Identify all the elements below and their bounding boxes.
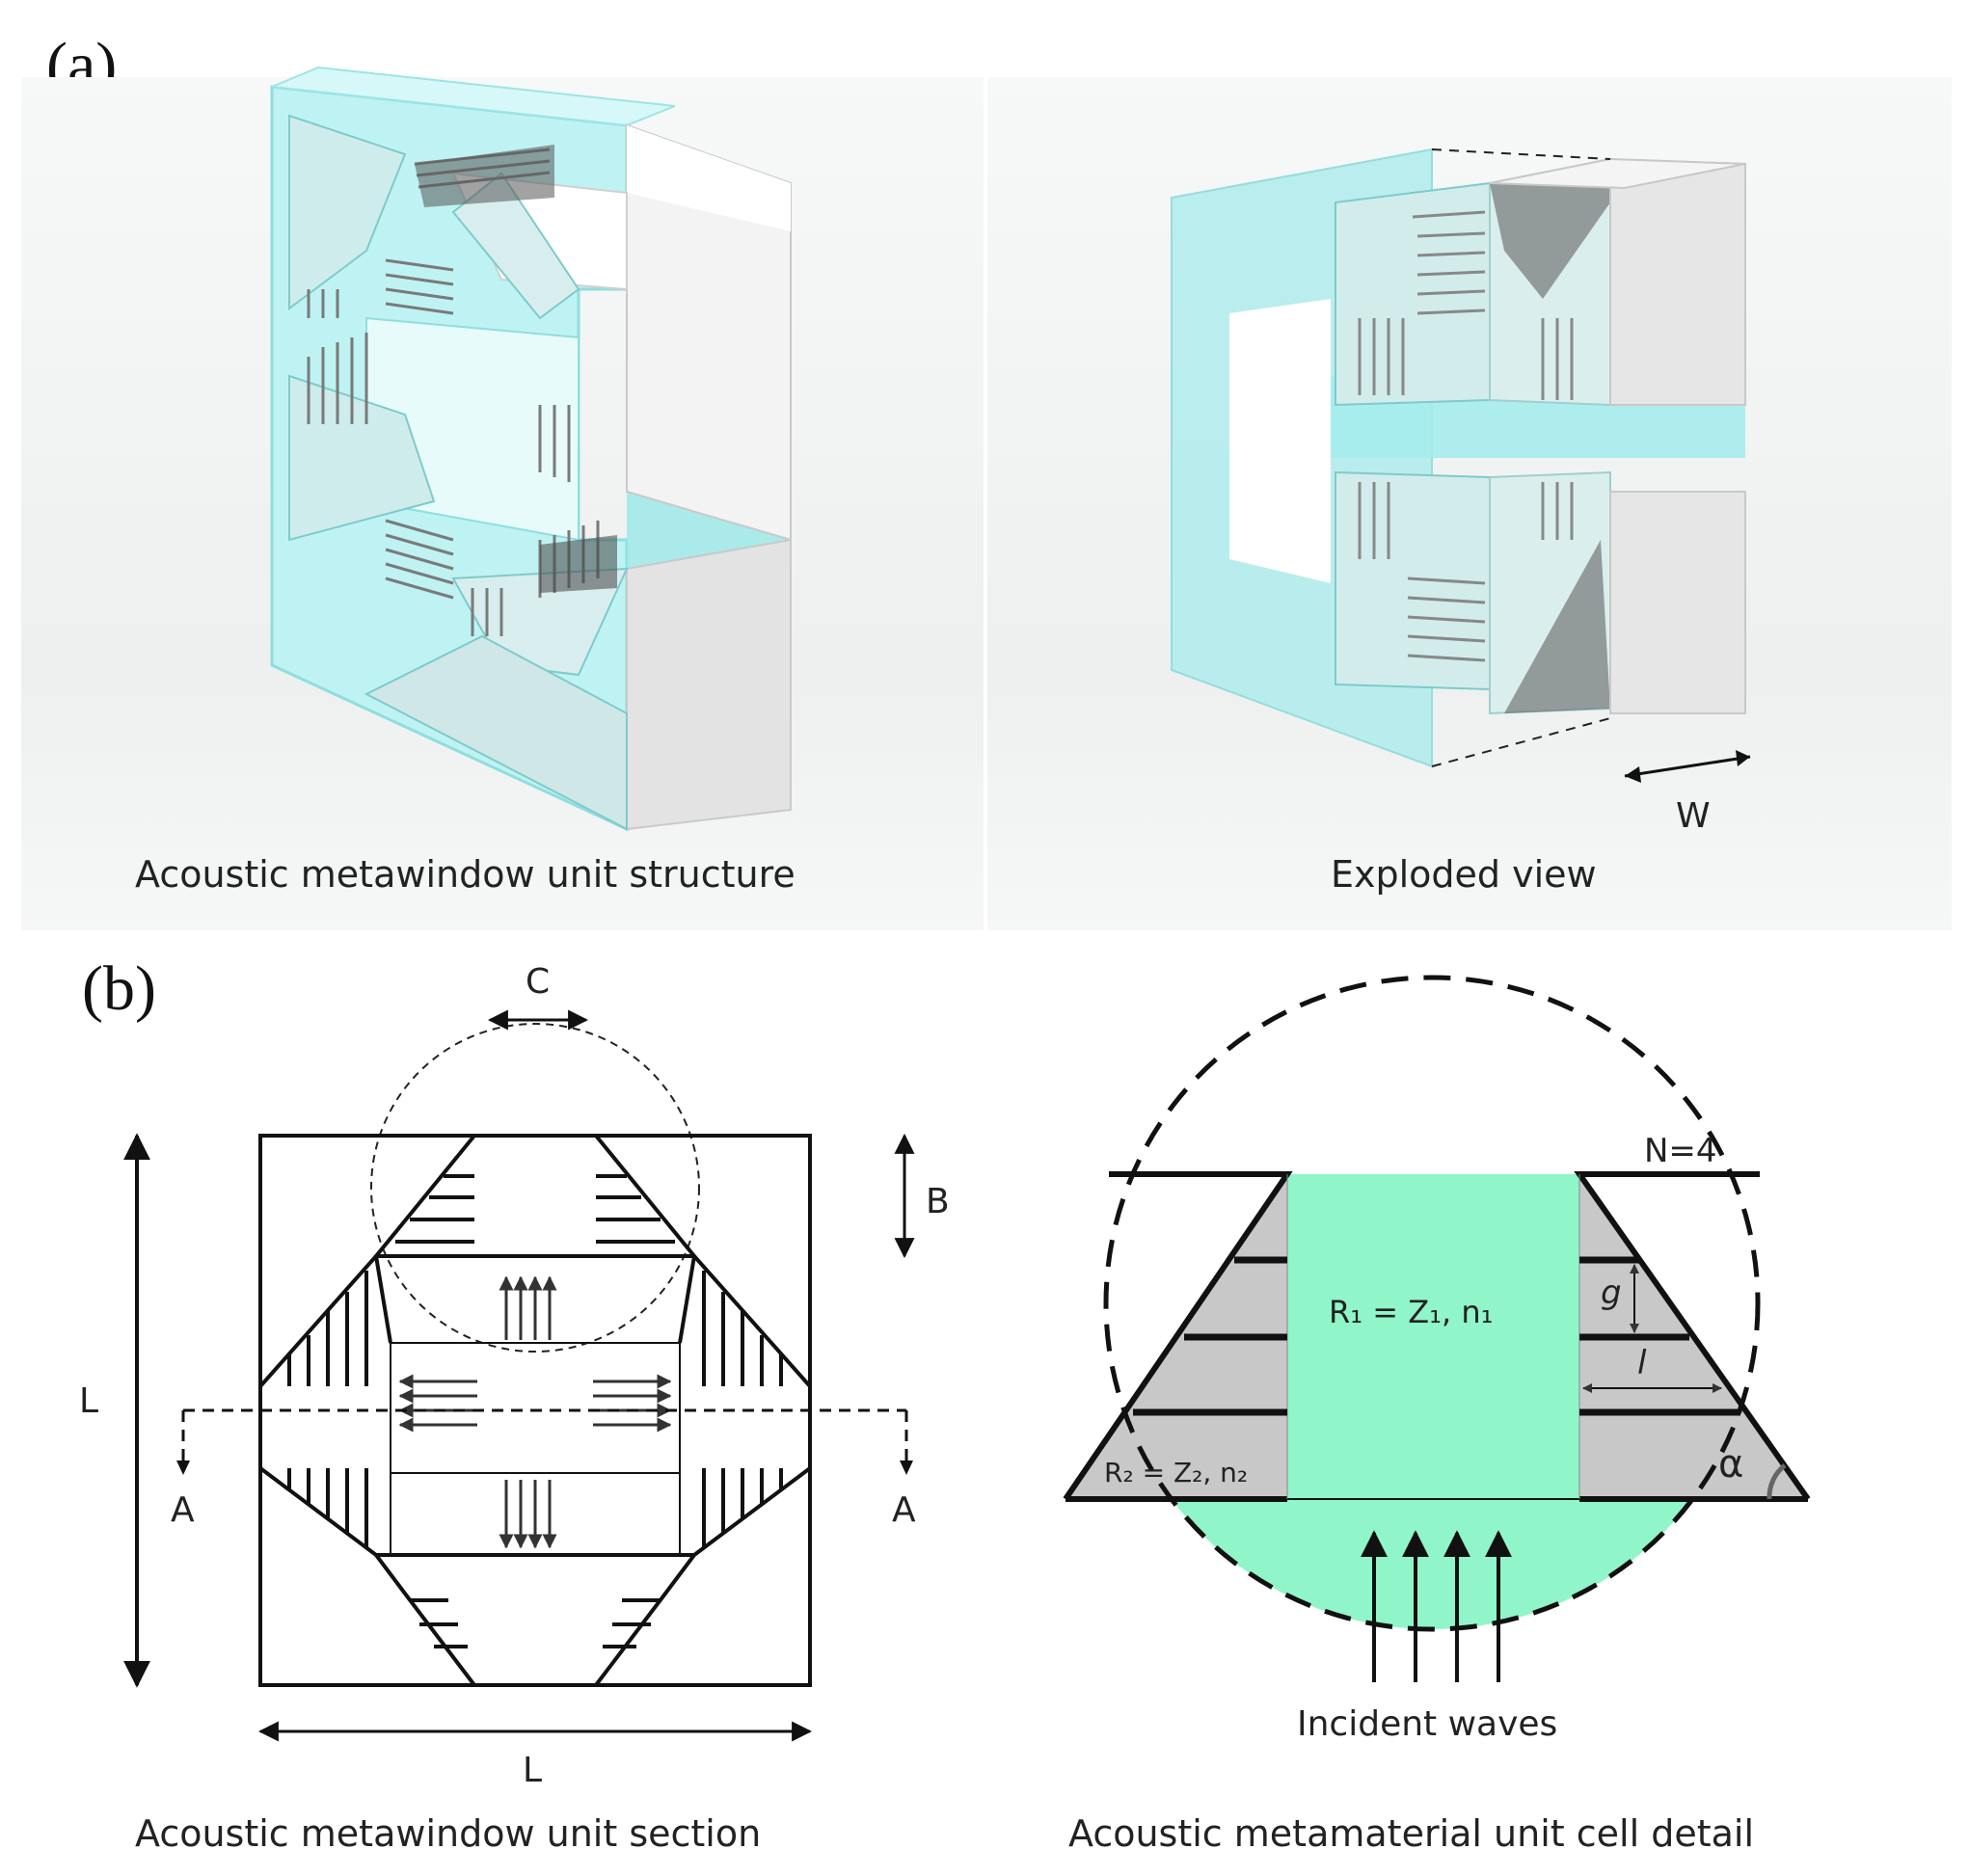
- dimension-l-vertical-label: L: [79, 1381, 98, 1421]
- caption-unit-cell-detail: Acoustic metamaterial unit cell detail: [1068, 1812, 1755, 1855]
- dimension-c-label: C: [526, 962, 550, 1002]
- caption-unit-section: Acoustic metawindow unit section: [135, 1812, 762, 1855]
- l-length-label: l: [1637, 1344, 1647, 1382]
- dimension-l-horizontal-label: L: [523, 1751, 542, 1790]
- central-channel: [1287, 1174, 1579, 1499]
- caption-exploded-view: Exploded view: [1331, 853, 1597, 896]
- unit-cell-detail-drawing: [1063, 975, 1811, 1682]
- trapezoid-walls: [258, 1134, 812, 1687]
- incident-wave-arrows: [1361, 1530, 1512, 1682]
- g-gap-label: g: [1601, 1273, 1622, 1312]
- unit-cell-fins: [1133, 1256, 1740, 1416]
- metawindow-section-drawing: [123, 1009, 915, 1742]
- n-count-label: N=4: [1644, 1132, 1717, 1170]
- dimension-w-label: W: [1676, 796, 1711, 836]
- resonator-fins: [287, 1174, 783, 1648]
- dimension-w-arrow: [1624, 750, 1751, 783]
- metawindow-unit-render: [270, 66, 792, 832]
- caption-unit-structure: Acoustic metawindow unit structure: [135, 853, 796, 896]
- incident-waves-label: Incident waves: [1297, 1704, 1557, 1744]
- r1-region-label: R₁ = Z₁, n₁: [1329, 1294, 1493, 1330]
- section-a-right-label: A: [892, 1490, 916, 1530]
- section-line-a-a: [181, 1408, 908, 1465]
- panel-b-label: (b): [82, 953, 156, 1024]
- detail-circle-outline: [1103, 975, 1761, 1632]
- r2-region-label: R₂ = Z₂, n₂: [1104, 1457, 1248, 1488]
- alpha-angle-label: α: [1718, 1442, 1743, 1487]
- exploded-view-render: [1171, 147, 1751, 783]
- angle-alpha-arc: [1767, 1463, 1787, 1500]
- dimension-b-label: B: [926, 1182, 950, 1221]
- section-a-left-label: A: [171, 1490, 195, 1530]
- wave-arrows: [398, 1275, 672, 1549]
